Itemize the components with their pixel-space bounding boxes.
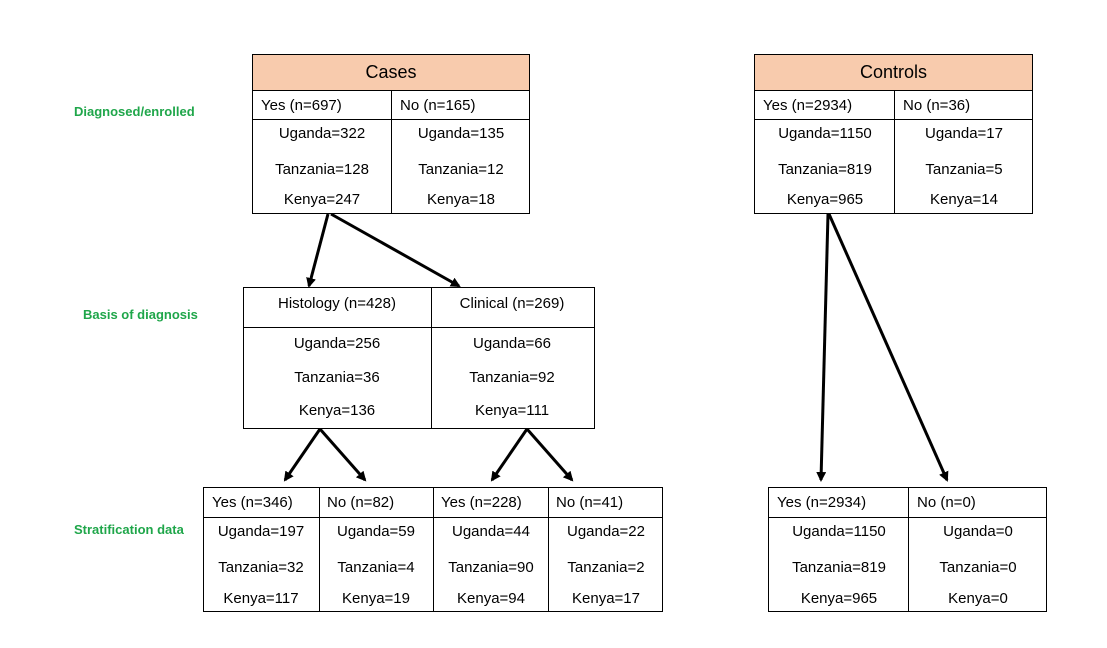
strat-cases-col-divider-2 xyxy=(433,488,434,611)
row-label-stratification: Stratification data xyxy=(74,522,184,537)
strat-cases-4-tanzania: Tanzania=2 xyxy=(567,559,645,576)
controls-yes-header: Yes (n=2934) xyxy=(763,96,853,114)
strat-cases-3-uganda: Uganda=44 xyxy=(452,523,530,540)
arrow-controls-to-yes xyxy=(816,213,830,482)
controls-no-kenya: Kenya=14 xyxy=(930,191,998,208)
basis-col-divider xyxy=(431,288,432,428)
strat-controls-1-tanzania: Tanzania=819 xyxy=(792,559,886,576)
arrow-cases-to-histology xyxy=(306,213,330,288)
strat-controls-1-header: Yes (n=2934) xyxy=(777,494,867,511)
controls-yes-uganda: Uganda=1150 xyxy=(778,125,872,142)
controls-divider xyxy=(755,119,1032,120)
strat-controls-1-uganda: Uganda=1150 xyxy=(792,523,886,540)
strat-controls-2-kenya: Kenya=0 xyxy=(948,590,1008,607)
controls-yes-tanzania: Tanzania=819 xyxy=(778,161,872,178)
strat-controls-2-uganda: Uganda=0 xyxy=(943,523,1013,540)
strat-cases-1-uganda: Uganda=197 xyxy=(217,523,305,540)
controls-box: Controls Yes (n=2934) No (n=36) Uganda=1… xyxy=(754,54,1033,214)
controls-no-header: No (n=36) xyxy=(903,96,971,114)
histology-tanzania: Tanzania=36 xyxy=(294,369,380,386)
arrow-histology-to-yes xyxy=(283,428,322,482)
cases-yes-header: Yes (n=697) xyxy=(261,96,342,114)
strat-cases-2-header: No (n=82) xyxy=(327,494,395,511)
histology-kenya: Kenya=136 xyxy=(298,402,376,419)
arrow-histology-to-no xyxy=(318,428,367,482)
strat-controls-2-header: No (n=0) xyxy=(917,494,976,511)
strat-controls-box: Yes (n=2934) No (n=0) Uganda=1150 Tanzan… xyxy=(768,487,1047,612)
strat-cases-1-header: Yes (n=346) xyxy=(212,494,293,511)
strat-cases-1-tanzania: Tanzania=32 xyxy=(218,559,304,576)
arrow-clinical-to-no xyxy=(525,428,574,482)
arrow-cases-to-clinical xyxy=(330,212,461,288)
strat-cases-4-header: No (n=41) xyxy=(556,494,624,511)
arrow-controls-to-no xyxy=(827,213,949,482)
controls-col-divider xyxy=(894,91,895,213)
cases-yes-kenya: Kenya=247 xyxy=(283,191,361,208)
clinical-kenya: Kenya=111 xyxy=(474,402,550,419)
cases-col-divider xyxy=(391,91,392,213)
clinical-header: Clinical (n=269) xyxy=(459,295,565,312)
cases-no-kenya: Kenya=18 xyxy=(427,191,495,208)
strat-cases-2-uganda: Uganda=59 xyxy=(337,523,415,540)
cases-yes-tanzania: Tanzania=128 xyxy=(275,161,369,178)
row-label-diagnosed: Diagnosed/enrolled xyxy=(74,104,195,119)
histology-uganda: Uganda=256 xyxy=(293,335,381,352)
strat-cases-4-kenya: Kenya=17 xyxy=(572,590,640,607)
cases-no-uganda: Uganda=135 xyxy=(417,125,505,142)
strat-controls-divider xyxy=(769,517,1046,518)
strat-cases-4-uganda: Uganda=22 xyxy=(567,523,645,540)
basis-box: Histology (n=428) Clinical (n=269) Ugand… xyxy=(243,287,595,429)
histology-header: Histology (n=428) xyxy=(278,295,396,312)
cases-no-header: No (n=165) xyxy=(400,96,476,114)
strat-controls-col-divider xyxy=(908,488,909,611)
clinical-tanzania: Tanzania=92 xyxy=(469,369,555,386)
strat-cases-3-tanzania: Tanzania=90 xyxy=(448,559,534,576)
strat-cases-box: Yes (n=346) No (n=82) Yes (n=228) No (n=… xyxy=(203,487,663,612)
controls-no-uganda: Uganda=17 xyxy=(925,125,1003,142)
strat-cases-col-divider-1 xyxy=(319,488,320,611)
strat-cases-col-divider-3 xyxy=(548,488,549,611)
arrow-clinical-to-yes xyxy=(490,428,529,482)
basis-divider xyxy=(244,327,594,328)
cases-title: Cases xyxy=(253,55,529,91)
strat-controls-1-kenya: Kenya=965 xyxy=(800,590,878,607)
cases-box: Cases Yes (n=697) No (n=165) Uganda=322 … xyxy=(252,54,530,214)
strat-cases-2-tanzania: Tanzania=4 xyxy=(337,559,415,576)
row-label-basis: Basis of diagnosis xyxy=(83,307,198,322)
controls-title: Controls xyxy=(755,55,1032,91)
strat-cases-2-kenya: Kenya=19 xyxy=(342,590,410,607)
strat-controls-2-tanzania: Tanzania=0 xyxy=(939,559,1017,576)
controls-no-tanzania: Tanzania=5 xyxy=(925,161,1003,178)
strat-cases-1-kenya: Kenya=117 xyxy=(223,590,299,607)
strat-cases-3-header: Yes (n=228) xyxy=(441,494,522,511)
controls-yes-kenya: Kenya=965 xyxy=(786,191,864,208)
clinical-uganda: Uganda=66 xyxy=(473,335,551,352)
cases-no-tanzania: Tanzania=12 xyxy=(418,161,504,178)
strat-cases-3-kenya: Kenya=94 xyxy=(457,590,525,607)
cases-yes-uganda: Uganda=322 xyxy=(278,125,366,142)
